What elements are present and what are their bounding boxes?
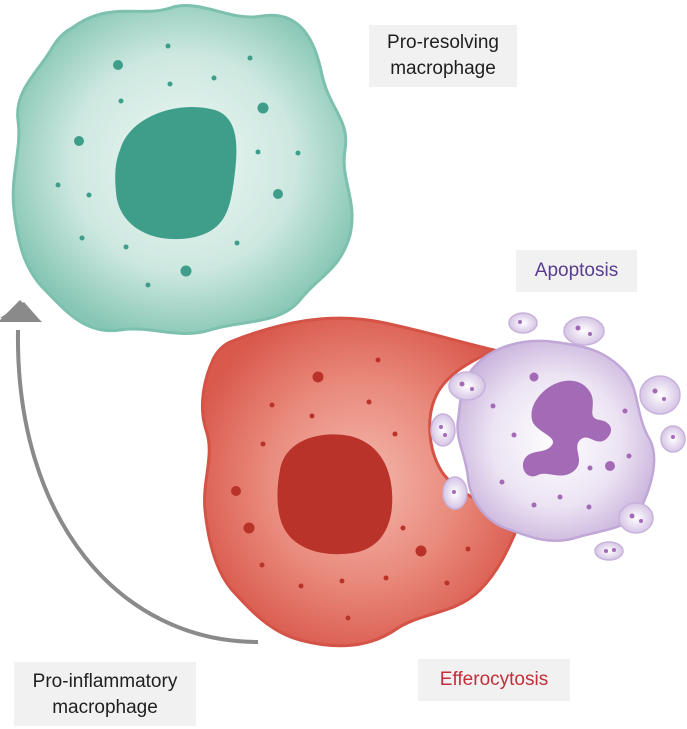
pro-inflammatory-macrophage-icon [200,316,522,648]
apoptotic-cell-icon [430,312,686,561]
pro-resolving-label: Pro-resolving macrophage [369,25,517,87]
pro-inflammatory-label-line1: Pro-inflammatory [32,671,178,692]
apoptosis-label: Apoptosis [516,250,637,292]
efferocytosis-label: Efferocytosis [418,659,570,701]
pro-resolving-macrophage-icon [11,4,354,335]
transition-arrow-icon [0,300,259,644]
pro-resolving-label-line1: Pro-resolving [387,32,499,53]
pro-inflammatory-label-line2: macrophage [52,697,158,718]
efferocytosis-label-text: Efferocytosis [439,669,549,690]
pro-inflammatory-label: Pro-inflammatory macrophage [14,662,196,726]
apoptosis-label-text: Apoptosis [534,260,619,281]
pro-resolving-label-line2: macrophage [390,58,496,79]
